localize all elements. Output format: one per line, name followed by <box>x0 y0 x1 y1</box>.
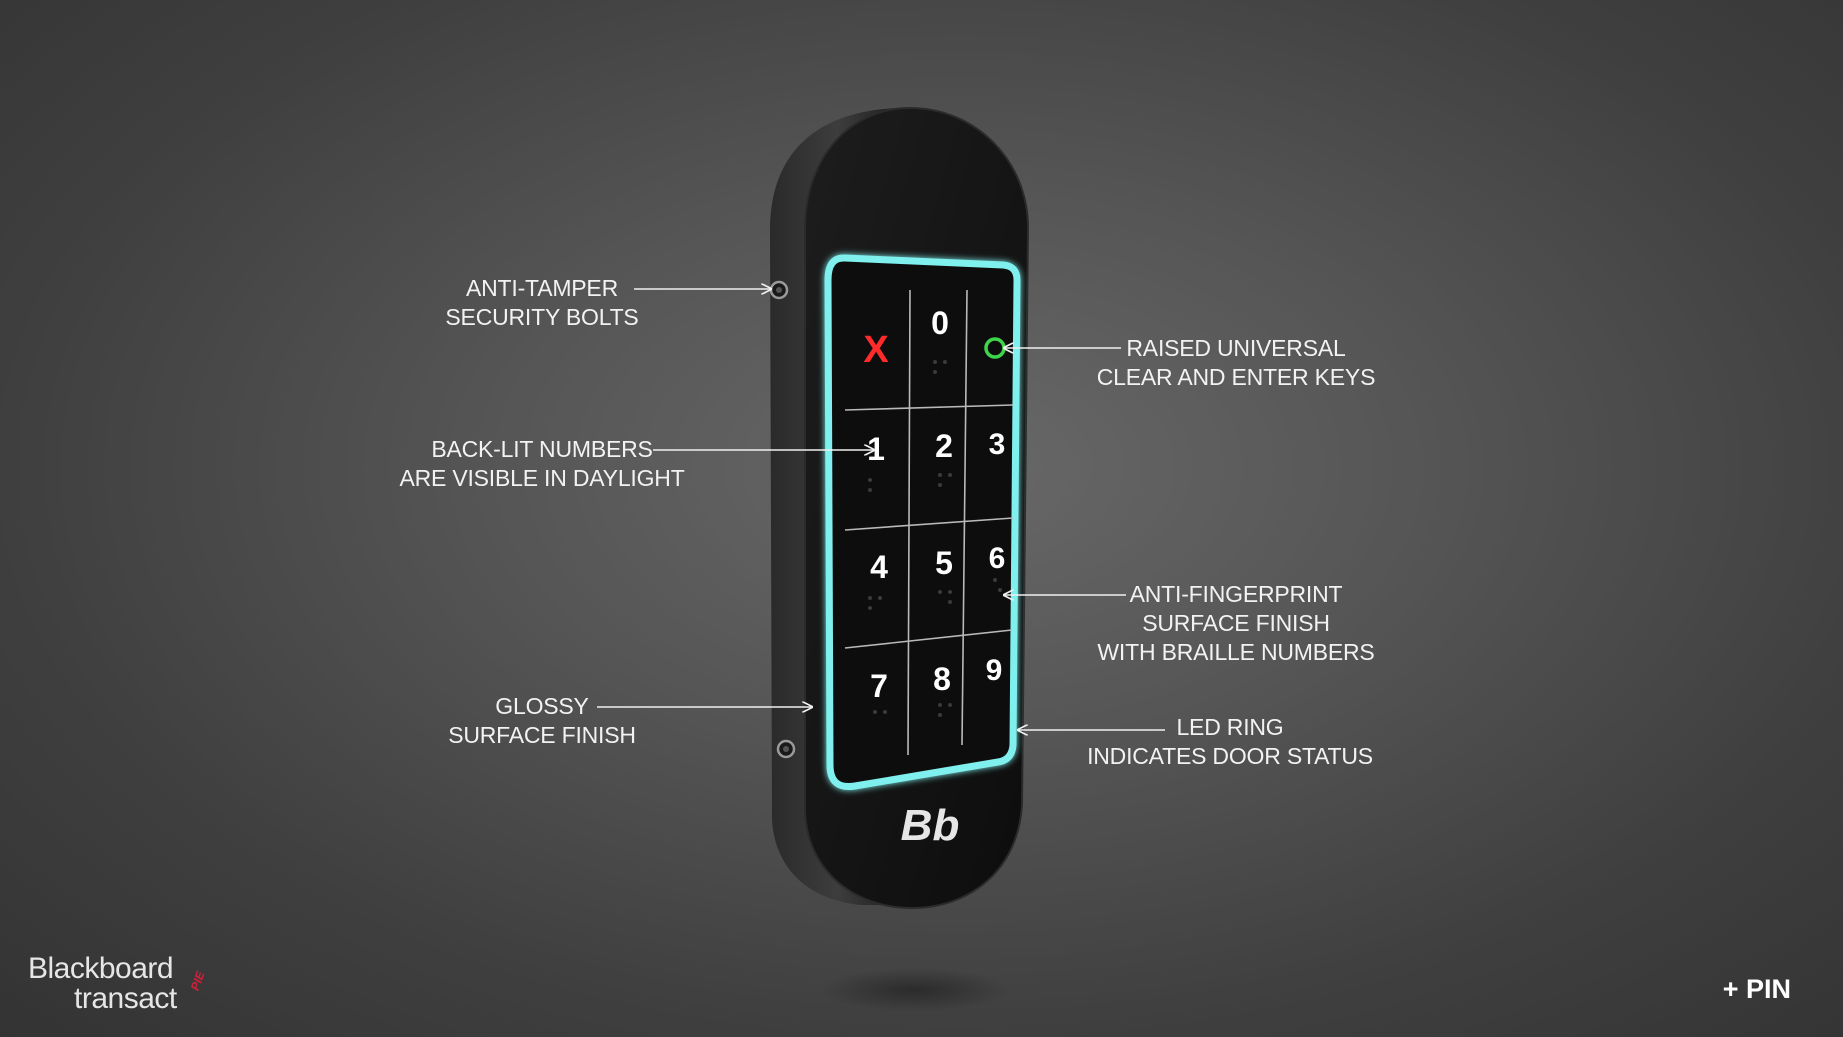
callout-fingerprint-line1: ANTI-FINGERPRINT <box>1129 581 1343 607</box>
key-8: 8 <box>933 661 951 697</box>
callout-backlit-line1: BACK-LIT NUMBERS <box>431 436 653 462</box>
callout-glossy-line1: GLOSSY <box>495 693 589 719</box>
callout-fingerprint: ANTI-FINGERPRINT SURFACE FINISH WITH BRA… <box>1086 580 1386 667</box>
key-3: 3 <box>989 428 1006 461</box>
key-5: 5 <box>935 545 953 581</box>
key-9: 9 <box>986 654 1003 687</box>
bb-logo: Bb <box>901 801 960 850</box>
callout-tamper-line1: ANTI-TAMPER <box>466 275 618 301</box>
callout-tamper-line2: SECURITY BOLTS <box>445 304 639 330</box>
callout-tamper: ANTI-TAMPER SECURITY BOLTS <box>442 274 642 332</box>
brand-line2: transact <box>74 982 177 1015</box>
callout-raised-line2: CLEAR AND ENTER KEYS <box>1096 364 1376 390</box>
leader-lines <box>597 289 1165 730</box>
key-7: 7 <box>870 668 888 704</box>
pin-badge: + PIN <box>1722 974 1791 1004</box>
callout-glossy-line2: SURFACE FINISH <box>448 722 636 748</box>
callout-fingerprint-line2: SURFACE FINISH <box>1142 610 1330 636</box>
callout-raised: RAISED UNIVERSAL CLEAR AND ENTER KEYS <box>1086 334 1386 392</box>
clear-key: X <box>863 329 889 371</box>
callout-led-line1: LED RING <box>1176 714 1284 740</box>
key-grid <box>844 289 1014 756</box>
braille-dots <box>868 360 1002 717</box>
security-bolt-bottom <box>776 739 796 759</box>
callout-backlit: BACK-LIT NUMBERS ARE VISIBLE IN DAYLIGHT <box>392 435 692 493</box>
callout-glossy: GLOSSY SURFACE FINISH <box>442 692 642 750</box>
key-0: 0 <box>931 305 949 341</box>
brand-line1: Blackboard <box>28 952 174 985</box>
led-ring <box>824 254 1021 791</box>
key-1: 1 <box>867 431 885 467</box>
callout-fingerprint-line3: WITH BRAILLE NUMBERS <box>1097 639 1375 665</box>
key-4: 4 <box>870 549 888 585</box>
key-2: 2 <box>935 428 953 464</box>
key-6: 6 <box>989 542 1006 575</box>
callout-led-line2: INDICATES DOOR STATUS <box>1087 743 1373 769</box>
device-shadow <box>820 968 1010 1012</box>
callout-backlit-line2: ARE VISIBLE IN DAYLIGHT <box>399 465 685 491</box>
callout-raised-line1: RAISED UNIVERSAL <box>1126 335 1346 361</box>
security-bolt-top <box>769 280 789 300</box>
callout-led: LED RING INDICATES DOOR STATUS <box>1080 713 1380 771</box>
blackboard-transact-logo: Blackboard transact PIE <box>28 952 208 1015</box>
